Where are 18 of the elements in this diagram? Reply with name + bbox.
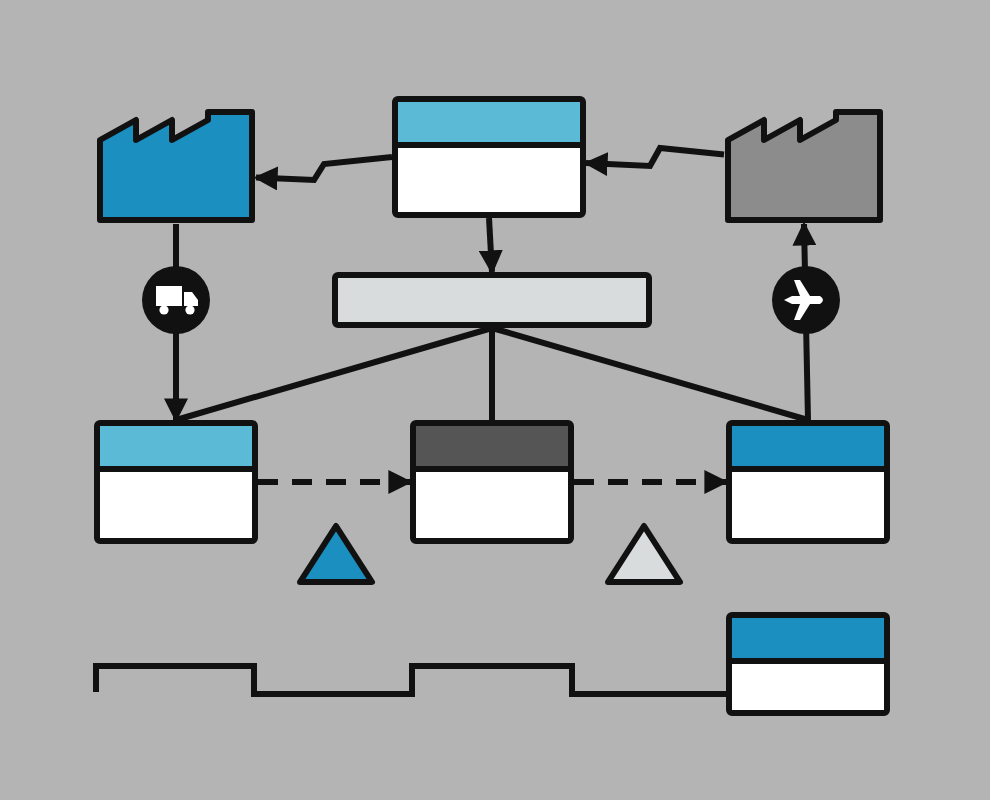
arrow: [258, 470, 413, 494]
factory-icon: [96, 108, 256, 224]
process-box: [392, 96, 586, 218]
process-box: [410, 420, 574, 544]
arrow: [478, 217, 503, 275]
inventory-triangle: [604, 522, 684, 586]
lightning-arrow: [583, 144, 725, 177]
arrow: [574, 470, 729, 494]
data-bar: [332, 272, 652, 328]
process-box: [726, 612, 890, 716]
process-box: [94, 420, 258, 544]
connector-line: [491, 325, 809, 423]
connector-line: [489, 328, 495, 420]
factory-icon: [724, 108, 884, 224]
process-box: [726, 420, 890, 544]
connector-line: [175, 325, 493, 423]
lightning-arrow: [253, 154, 393, 191]
inventory-triangle: [296, 522, 376, 586]
